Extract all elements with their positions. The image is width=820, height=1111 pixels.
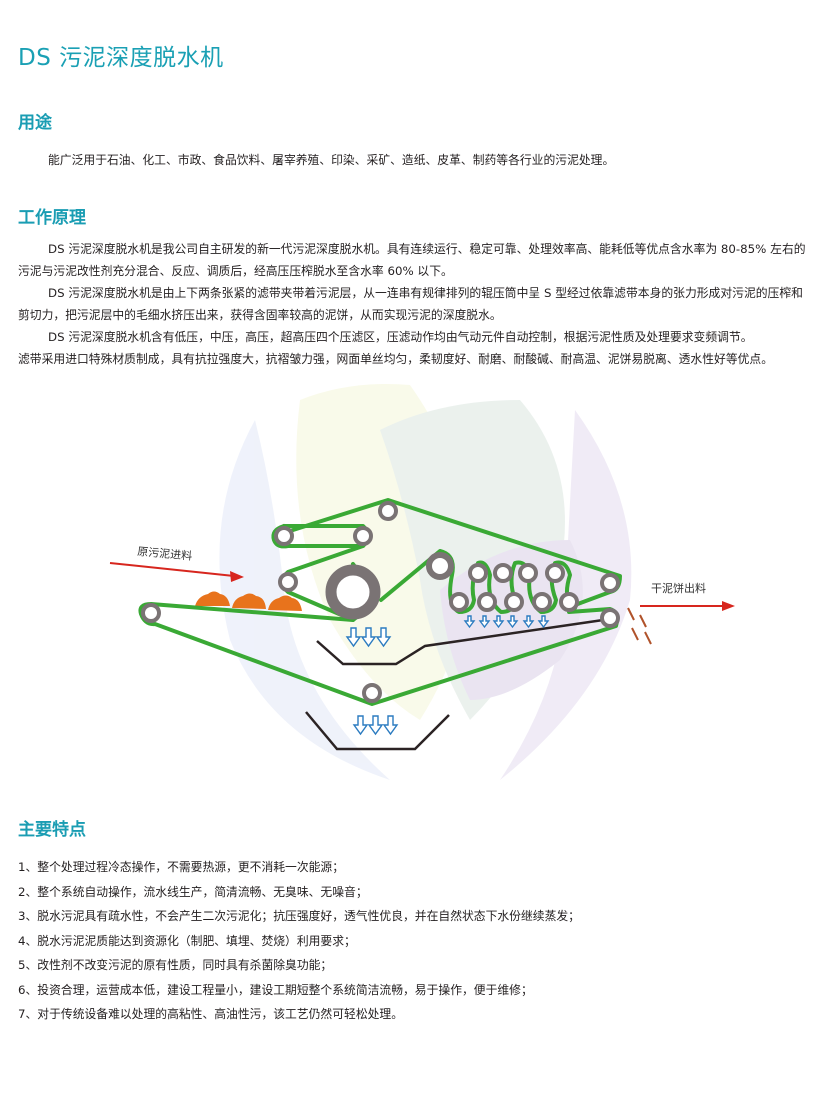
down-arrow-icon — [367, 715, 384, 736]
down-arrow-icon — [360, 627, 377, 648]
lower-filtrate-tray — [305, 711, 450, 751]
principle-paragraph-1: DS 污泥深度脱水机是我公司自主研发的新一代污泥深度脱水机。具有连续运行、稳定可… — [18, 242, 806, 278]
usage-paragraph: 能广泛用于石油、化工、市政、食品饮料、屠宰养殖、印染、采矿、造纸、皮革、制药等各… — [48, 153, 615, 167]
down-arrow-icon — [375, 627, 392, 648]
down-arrow-icon — [478, 615, 491, 629]
dried-cake-pieces — [627, 607, 652, 645]
roller-icon — [493, 563, 513, 583]
down-arrow-icon — [492, 615, 505, 629]
roller-icon — [545, 563, 565, 583]
roller-icon — [600, 573, 620, 593]
roller-icon — [504, 592, 524, 612]
down-arrow-icon — [382, 715, 399, 736]
roller-icon — [274, 526, 294, 546]
feature-item: 1、整个处理过程冷态操作，不需要热源，更不消耗一次能源； — [18, 860, 345, 874]
roller-icon — [532, 592, 552, 612]
roller-icon — [426, 552, 454, 580]
roller-icon — [353, 526, 373, 546]
principle-heading: 工作原理 — [18, 208, 86, 228]
output-label: 干泥饼出料 — [651, 581, 706, 595]
down-arrow-icon — [345, 627, 362, 648]
principle-paragraph-2: DS 污泥深度脱水机是由上下两条张紧的滤带夹带着污泥层，从一连串有规律排列的辊压… — [18, 286, 803, 322]
down-arrow-icon — [506, 615, 519, 629]
features-heading: 主要特点 — [18, 820, 86, 840]
usage-text: 能广泛用于石油、化工、市政、食品饮料、屠宰养殖、印染、采矿、造纸、皮革、制药等各… — [48, 149, 820, 171]
roller-icon — [362, 683, 382, 703]
roller-icon — [518, 563, 538, 583]
input-label: 原污泥进料 — [137, 544, 193, 563]
roller-icon — [559, 592, 579, 612]
input-arrow — [109, 562, 244, 582]
sludge-piles — [195, 591, 302, 611]
rollers — [141, 501, 620, 703]
water-arrows — [345, 615, 550, 736]
feature-item: 7、对于传统设备难以处理的高粘性、高油性污，该工艺仍然可轻松处理。 — [18, 1007, 404, 1021]
usage-heading: 用途 — [18, 113, 52, 133]
feature-item: 2、整个系统自动操作，流水线生产，简清流畅、无臭味、无噪音； — [18, 884, 368, 899]
roller-icon — [141, 603, 161, 623]
main-press-roller-icon — [325, 564, 381, 620]
roller-icon — [600, 608, 620, 628]
features-list: 1、整个处理过程冷态操作，不需要热源，更不消耗一次能源； 2、整个系统自动操作，… — [18, 855, 808, 1027]
feature-item: 3、脱水污泥具有疏水性，不会产生二次污泥化；抗压强度好，透气性优良，并在自然状态… — [18, 909, 580, 923]
roller-icon — [278, 572, 298, 592]
dewatering-process-diagram: 原污泥进料 干泥饼出料 — [0, 370, 820, 800]
roller-icon — [378, 501, 398, 521]
down-arrow-icon — [537, 615, 550, 629]
output-arrow — [640, 601, 735, 611]
down-arrow-icon — [522, 615, 535, 629]
principle-text: DS 污泥深度脱水机是我公司自主研发的新一代污泥深度脱水机。具有连续运行、稳定可… — [18, 238, 808, 370]
down-arrow-icon — [352, 715, 369, 736]
upper-filtrate-tray — [316, 617, 611, 666]
feature-item: 6、投资合理，运营成本低，建设工程量小，建设工期短整个系统简洁流畅，易于操作，便… — [18, 982, 533, 997]
roller-icon — [449, 592, 469, 612]
roller-icon — [468, 563, 488, 583]
principle-paragraph-3: DS 污泥深度脱水机含有低压，中压，高压，超高压四个压滤区，压滤动作均由气动元件… — [48, 330, 753, 344]
principle-paragraph-4: 滤带采用进口特殊材质制成，具有抗拉强度大，抗褶皱力强，网面单丝均匀，柔韧度好、耐… — [18, 352, 774, 366]
feature-item: 5、改性剂不改变污泥的原有性质，同时具有杀菌除臭功能； — [18, 958, 333, 972]
page-title: DS 污泥深度脱水机 — [18, 45, 224, 71]
down-arrow-icon — [463, 615, 476, 629]
feature-item: 4、脱水污泥泥质能达到资源化（制肥、填埋、焚烧）利用要求； — [18, 933, 356, 948]
roller-icon — [477, 592, 497, 612]
